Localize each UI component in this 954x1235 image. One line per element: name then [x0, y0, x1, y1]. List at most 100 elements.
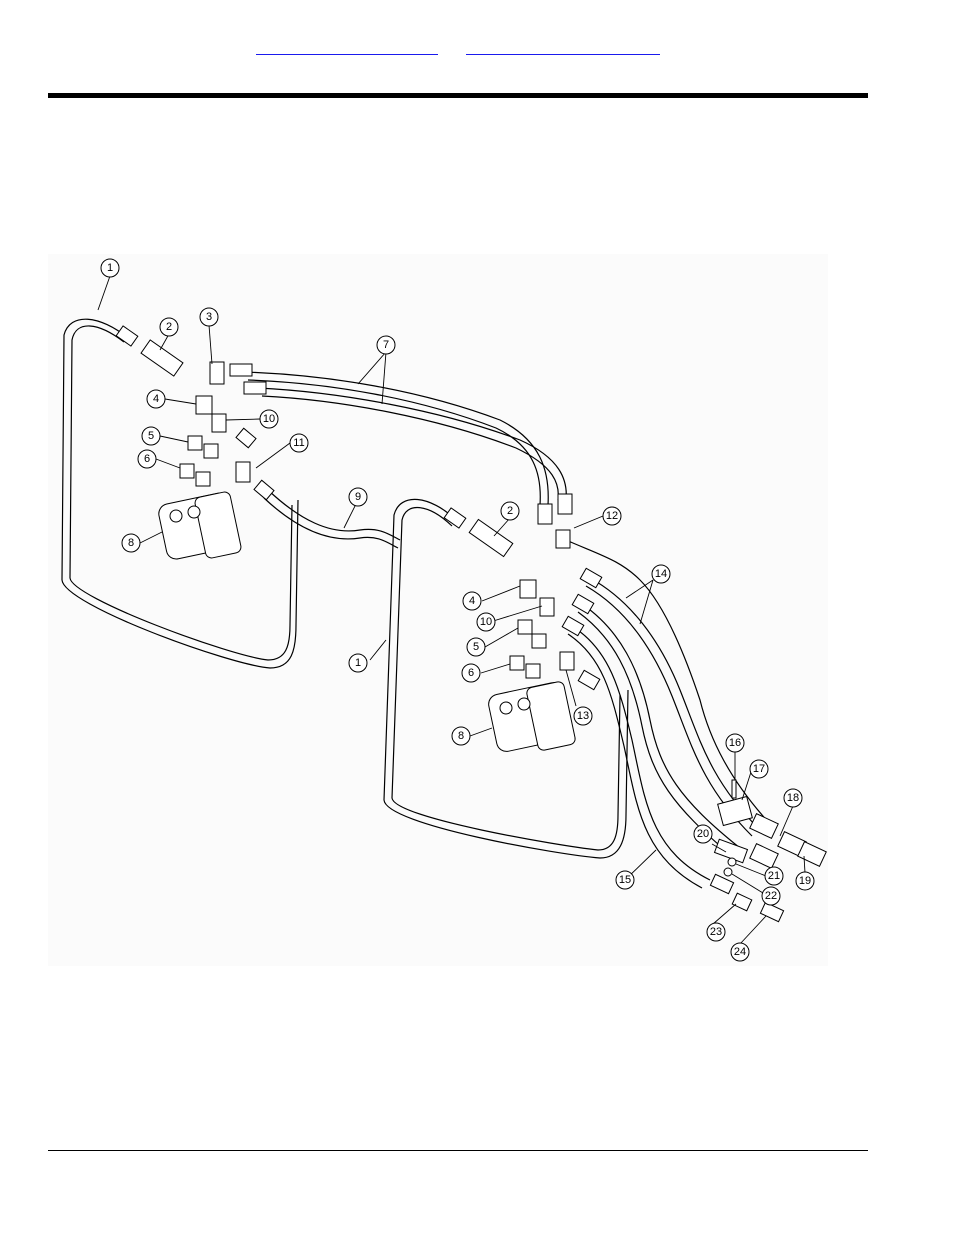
callout-5-right: 5: [473, 641, 479, 653]
hose-end-15: [561, 615, 585, 637]
adapter-5-left: [187, 435, 203, 451]
callout-24: 24: [734, 946, 746, 958]
fitting-12: [555, 529, 571, 549]
tee-4-right: [519, 579, 537, 599]
hose-end-14b: [571, 593, 595, 615]
valve-2-left: [140, 339, 184, 377]
callout-1-top: 1: [107, 262, 113, 274]
callout-11: 11: [293, 437, 304, 449]
callout-7: 7: [383, 339, 389, 351]
hose-end-15-b: [709, 873, 735, 895]
callout-2-right: 2: [507, 505, 513, 517]
tip-24: [759, 901, 785, 923]
hose-14-a-inner: [585, 585, 753, 837]
footer-rule: [48, 1150, 868, 1151]
callout-10-right: 10: [480, 616, 492, 628]
motor-8-right-flange: [526, 681, 576, 751]
motor-8-right-port: [499, 701, 513, 715]
callout-13: 13: [577, 710, 589, 722]
callout-2-left: 2: [166, 321, 172, 333]
callout-4-left: 4: [153, 393, 159, 405]
fitting-1-end: [115, 325, 139, 347]
hose-9: [267, 489, 401, 541]
callout-22: 22: [765, 890, 777, 902]
oring-6-left: [179, 463, 195, 479]
washer-21: [727, 857, 737, 867]
elbow-3: [209, 361, 225, 385]
callout-8-right: 8: [458, 730, 464, 742]
oring-6-right: [509, 655, 525, 671]
coupler-end-a: [749, 813, 779, 839]
hose-7-lower-inner: [261, 395, 559, 501]
hose-end-11: [235, 427, 257, 449]
hose-end-14a: [579, 567, 603, 589]
hose-end-7a: [229, 363, 253, 377]
hose-14-b: [581, 603, 741, 849]
hose-1-left-inner: [69, 325, 293, 661]
header-nav: [256, 40, 666, 56]
tee-10-right: [539, 597, 555, 617]
bolt-16: [731, 779, 737, 799]
motor-8-left-port: [169, 509, 183, 523]
oring-6b-right: [525, 663, 541, 679]
fitting-13: [559, 651, 575, 671]
coupler-19: [797, 841, 827, 867]
tee-10-left: [211, 413, 227, 433]
tee-4-left: [195, 395, 213, 415]
elbow-11: [235, 461, 251, 483]
hose-9-inner: [263, 497, 399, 549]
callout-3: 3: [206, 311, 212, 323]
fittings: [115, 325, 827, 923]
callout-23: 23: [710, 926, 722, 938]
hose-1-right: [383, 498, 629, 859]
callout-20: 20: [697, 828, 709, 840]
hose-12: [565, 539, 771, 825]
adapter-23: [731, 892, 753, 912]
hose-end-13: [577, 669, 601, 691]
fitting-1-right-end: [443, 507, 467, 529]
header-link-2[interactable]: [466, 40, 660, 55]
oring-6b-left: [195, 471, 211, 487]
adapter-5b-right: [531, 633, 547, 649]
hose-15: [571, 625, 711, 881]
callout-14: 14: [655, 568, 667, 580]
hose-end-7-right-b: [557, 493, 573, 515]
callout-15: 15: [619, 874, 631, 886]
header-link-1[interactable]: [256, 40, 438, 55]
callout-4-right: 4: [469, 595, 475, 607]
bracket-17: [717, 795, 753, 827]
hose-end-7-right: [537, 503, 553, 525]
header-rule: [48, 93, 868, 98]
callout-21: 21: [768, 870, 780, 882]
callout-10-left: 10: [263, 413, 275, 425]
callout-17: 17: [753, 763, 765, 775]
hose-7-upper-inner: [247, 379, 541, 506]
callout-18: 18: [787, 792, 799, 804]
callout-12: 12: [606, 510, 618, 522]
callout-6-left: 6: [144, 453, 150, 465]
hose-lines: [61, 318, 771, 889]
callout-8-left: 8: [128, 537, 134, 549]
callout-9: 9: [355, 491, 361, 503]
hose-end-11b: [253, 479, 275, 501]
hose-14-b-inner: [577, 611, 733, 857]
hose-15-inner: [567, 633, 703, 889]
callouts: 1 2 3 4 5 6 7 8 9 10 11 2 12 4 10 5 6 8 …: [97, 258, 815, 962]
motor-8-left-port-b: [187, 505, 201, 519]
hose-1-left: [61, 318, 299, 669]
callout-6-right: 6: [468, 667, 474, 679]
callout-5-left: 5: [148, 430, 154, 442]
valve-2-right: [468, 518, 514, 558]
callout-1-right: 1: [355, 657, 361, 669]
hose-14-a: [589, 577, 761, 831]
motor-8-right-port-b: [517, 697, 531, 711]
nut-22: [723, 867, 733, 877]
motor-8-left-flange: [194, 491, 242, 559]
hose-end-7b: [243, 381, 267, 395]
hose-7-lower: [257, 387, 567, 501]
adapter-5-right: [517, 619, 533, 635]
coupler-end-b: [749, 843, 779, 869]
callout-19: 19: [799, 875, 811, 887]
hose-7-upper: [243, 371, 549, 506]
